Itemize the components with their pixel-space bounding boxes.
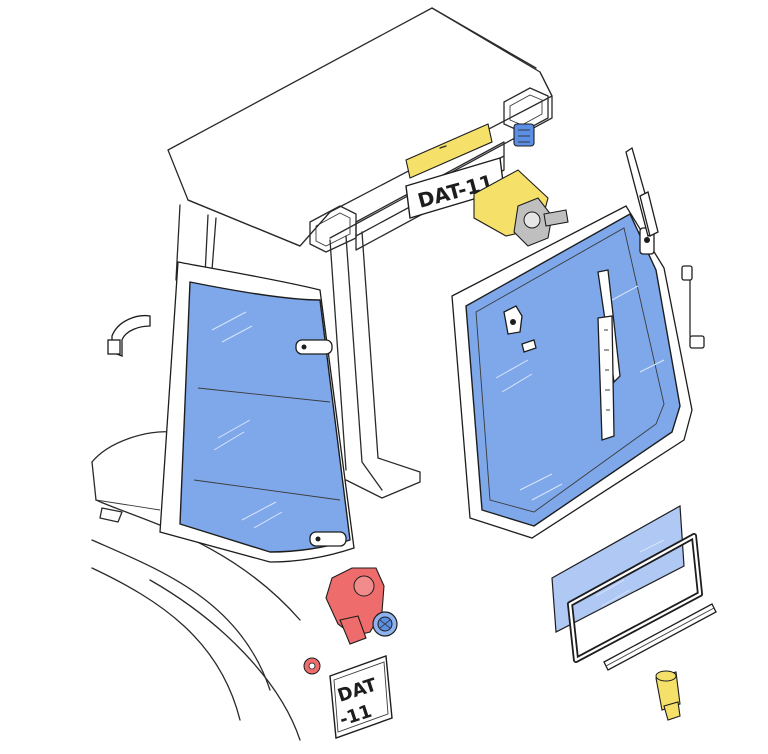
gas-strut xyxy=(625,146,659,237)
rear-plate-light-yellow xyxy=(405,123,493,179)
left-door-glass xyxy=(159,261,355,563)
red-grommet xyxy=(303,657,321,675)
window-seal-frame xyxy=(567,533,703,663)
tail-light-red xyxy=(325,567,398,645)
rear-door-latch xyxy=(503,305,537,353)
wiper-assembly xyxy=(597,269,621,441)
left-door-hinge-top xyxy=(295,339,333,355)
mirror-mount-gray xyxy=(513,197,569,247)
left-door-hinge-bottom xyxy=(309,531,347,547)
rear-door-glass xyxy=(451,205,693,539)
grab-handle xyxy=(107,314,151,357)
door-stay-rod xyxy=(681,265,705,349)
cab-body-outline xyxy=(91,7,553,741)
bottom-license-plate: DAT -11 xyxy=(329,655,393,739)
yellow-fitting xyxy=(655,670,681,721)
side-window-small xyxy=(551,505,685,633)
blue-marker-lamp xyxy=(513,123,535,147)
window-channel-strip xyxy=(603,603,717,671)
